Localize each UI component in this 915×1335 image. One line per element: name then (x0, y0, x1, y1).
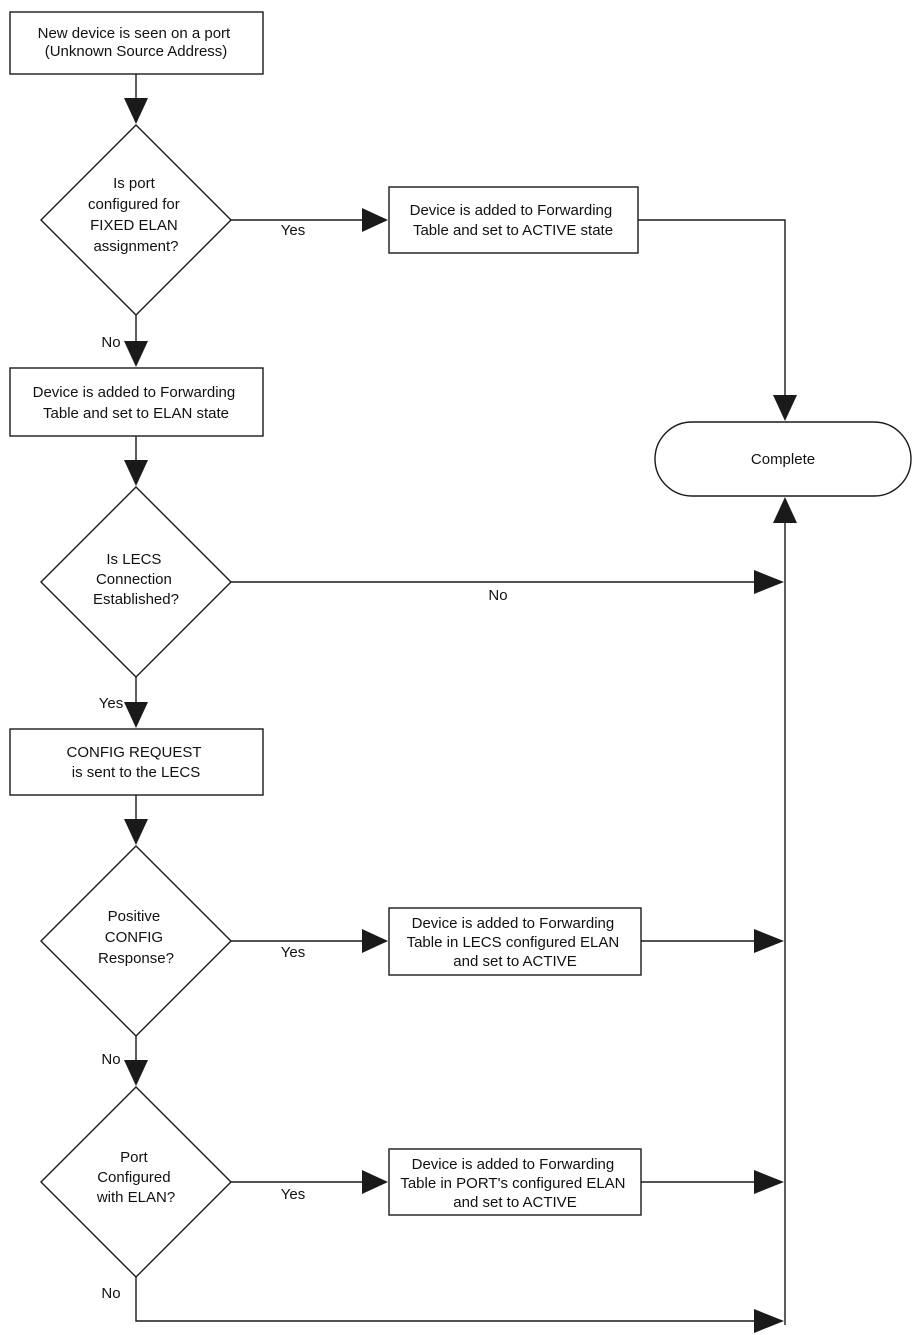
node-start: New device is seen on a port (Unknown So… (9, 11, 264, 75)
arrowhead (754, 570, 784, 594)
node-config-request: CONFIG REQUEST is sent to the LECS (9, 728, 264, 796)
node-elan-state: Device is added to Forwarding Table and … (9, 367, 264, 437)
node-elan-line-2: Table and set to ELAN state (43, 405, 229, 422)
svg-text:Port Configured wi: Port Configured with ELAN? (96, 1149, 175, 1206)
node-d1-line-2: configured for (88, 196, 180, 213)
edge-d3-yes: Yes (231, 929, 388, 961)
node-d1-line-3: FIXED ELAN (90, 217, 178, 234)
edge-d3-no: No (101, 1036, 148, 1086)
arrowhead (124, 460, 148, 486)
edge-label-d4-yes: Yes (281, 1186, 305, 1203)
arrowhead (124, 702, 148, 728)
node-decision-port-elan: Port Configured with ELAN? (40, 1086, 232, 1278)
node-active-line-2: Table and set to ACTIVE state (413, 222, 613, 239)
node-elan-line-1: Device is added to Forwarding (33, 384, 236, 401)
arrowhead (754, 1170, 784, 1194)
edge-trunk-to-complete (773, 497, 797, 1325)
node-d4-line-3: with ELAN? (96, 1189, 175, 1206)
arrowhead (362, 929, 388, 953)
edge-active-to-complete (638, 219, 797, 421)
arrowhead (362, 208, 388, 232)
arrowhead (124, 1060, 148, 1086)
node-lecs-line-1: Device is added to Forwarding (412, 915, 615, 932)
node-d3-line-3: Response? (98, 950, 174, 967)
node-lecs-line-2: Table in LECS configured ELAN (407, 934, 620, 951)
node-d3-line-2: CONFIG (105, 929, 163, 946)
svg-text:Complete: Complete (751, 451, 815, 468)
edge-label-d3-yes: Yes (281, 944, 305, 961)
arrowhead (754, 1309, 784, 1333)
node-d2-line-2: Connection (96, 571, 172, 588)
node-d2-line-1: Is LECS (106, 551, 161, 568)
node-port-configured-elan: Device is added to Forwarding Table in P… (388, 1148, 642, 1216)
edge-label-d1-yes: Yes (281, 222, 305, 239)
edge-label-d4-no: No (101, 1285, 120, 1302)
node-port-line-1: Device is added to Forwarding (412, 1156, 615, 1173)
node-active-line-1: Device is added to Forwarding (410, 202, 613, 219)
node-lecs-line-3: and set to ACTIVE (453, 953, 576, 970)
edge-config-to-d3 (124, 795, 148, 845)
svg-text:Device is added to Forwarding: Device is added to Forwarding Table and … (410, 202, 617, 239)
edge-port-to-trunk (641, 1170, 784, 1194)
node-active-state: Device is added to Forwarding Table and … (388, 186, 639, 254)
svg-text:Is port configured for: Is port configured for FIXED ELAN assign… (88, 175, 184, 255)
edge-d1-yes: Yes (231, 208, 388, 239)
svg-text:Device is added to Forwarding: Device is added to Forwarding Table in L… (407, 915, 624, 970)
edge-label-d1-no: No (101, 334, 120, 351)
edge-d4-yes: Yes (231, 1170, 388, 1203)
edge-elan-to-d2 (124, 436, 148, 486)
node-complete-label: Complete (751, 451, 815, 468)
edge-d2-no: No (231, 570, 784, 604)
node-lecs-configured-elan: Device is added to Forwarding Table in L… (388, 907, 642, 976)
node-d3-line-1: Positive (108, 908, 161, 925)
node-d1-line-4: assignment? (93, 238, 178, 255)
edge-d4-no: No (101, 1277, 784, 1333)
node-port-line-3: and set to ACTIVE (453, 1194, 576, 1211)
node-d1-line-1: Is port (113, 175, 156, 192)
svg-text:Device is added to Forwarding: Device is added to Forwarding Table and … (33, 384, 240, 422)
node-start-line-1: New device is seen on a port (38, 25, 231, 42)
edge-lecs-to-trunk (641, 929, 784, 953)
edge-d2-yes: Yes (99, 677, 148, 728)
arrowhead (773, 395, 797, 421)
arrowhead (124, 341, 148, 367)
node-d4-line-1: Port (120, 1149, 148, 1166)
node-config-line-1: CONFIG REQUEST (67, 744, 202, 761)
svg-text:Positive CONFIG Re: Positive CONFIG Response? (98, 908, 174, 967)
edge-label-d2-no: No (488, 587, 507, 604)
arrowhead (124, 98, 148, 124)
node-start-line-2: (Unknown Source Address) (45, 43, 228, 60)
edge-label-d3-no: No (101, 1051, 120, 1068)
svg-text:CONFIG REQUEST is sent t: CONFIG REQUEST is sent to the LECS (67, 744, 206, 781)
svg-text:Device is added to Forwarding: Device is added to Forwarding Table in P… (400, 1156, 629, 1211)
node-config-line-2: is sent to the LECS (72, 764, 200, 781)
node-decision-positive-config: Positive CONFIG Response? (40, 845, 232, 1037)
arrowhead (124, 819, 148, 845)
node-d4-line-2: Configured (97, 1169, 170, 1186)
node-complete: Complete (654, 421, 912, 497)
edge-label-d2-yes: Yes (99, 695, 123, 712)
svg-text:New device is seen on a port: New device is seen on a port (Unknown So… (38, 25, 235, 60)
edge-d1-no: No (101, 315, 148, 367)
edge-start-to-d1 (124, 74, 148, 124)
arrowhead (754, 929, 784, 953)
node-port-line-2: Table in PORT's configured ELAN (400, 1175, 625, 1192)
arrowhead (362, 1170, 388, 1194)
node-d2-line-3: Established? (93, 591, 179, 608)
node-decision-lecs-connection: Is LECS Connection Established? (40, 486, 232, 678)
arrowhead (773, 497, 797, 523)
svg-text:Is LECS Connection: Is LECS Connection Established? (93, 551, 179, 608)
node-decision-fixed-elan: Is port configured for FIXED ELAN assign… (40, 124, 232, 316)
